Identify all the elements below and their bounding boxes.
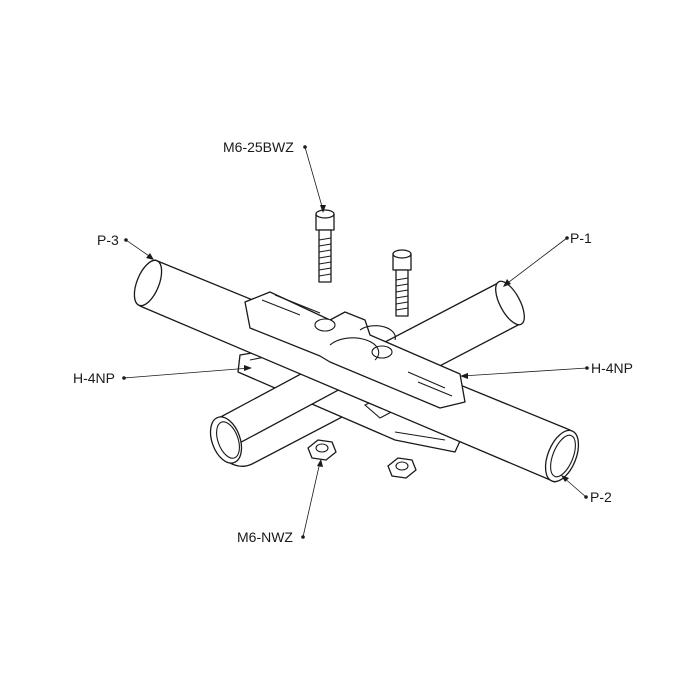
- label-bolt: M6-25BWZ: [223, 139, 294, 155]
- label-pipe-p1: P-1: [570, 230, 592, 246]
- nut-left: [307, 439, 337, 461]
- label-nut: M6-NWZ: [237, 529, 293, 545]
- label-pipe-p2: P-2: [590, 489, 612, 505]
- nut-right: [387, 457, 417, 479]
- joint-upper: [244, 291, 466, 409]
- label-joint-left: H-4NP: [73, 370, 115, 386]
- bolt-right: [392, 249, 412, 317]
- leader-lines: [122, 145, 589, 539]
- label-joint-right: H-4NP: [591, 360, 633, 376]
- bolt-left: [315, 209, 335, 283]
- label-pipe-p3: P-3: [97, 232, 119, 248]
